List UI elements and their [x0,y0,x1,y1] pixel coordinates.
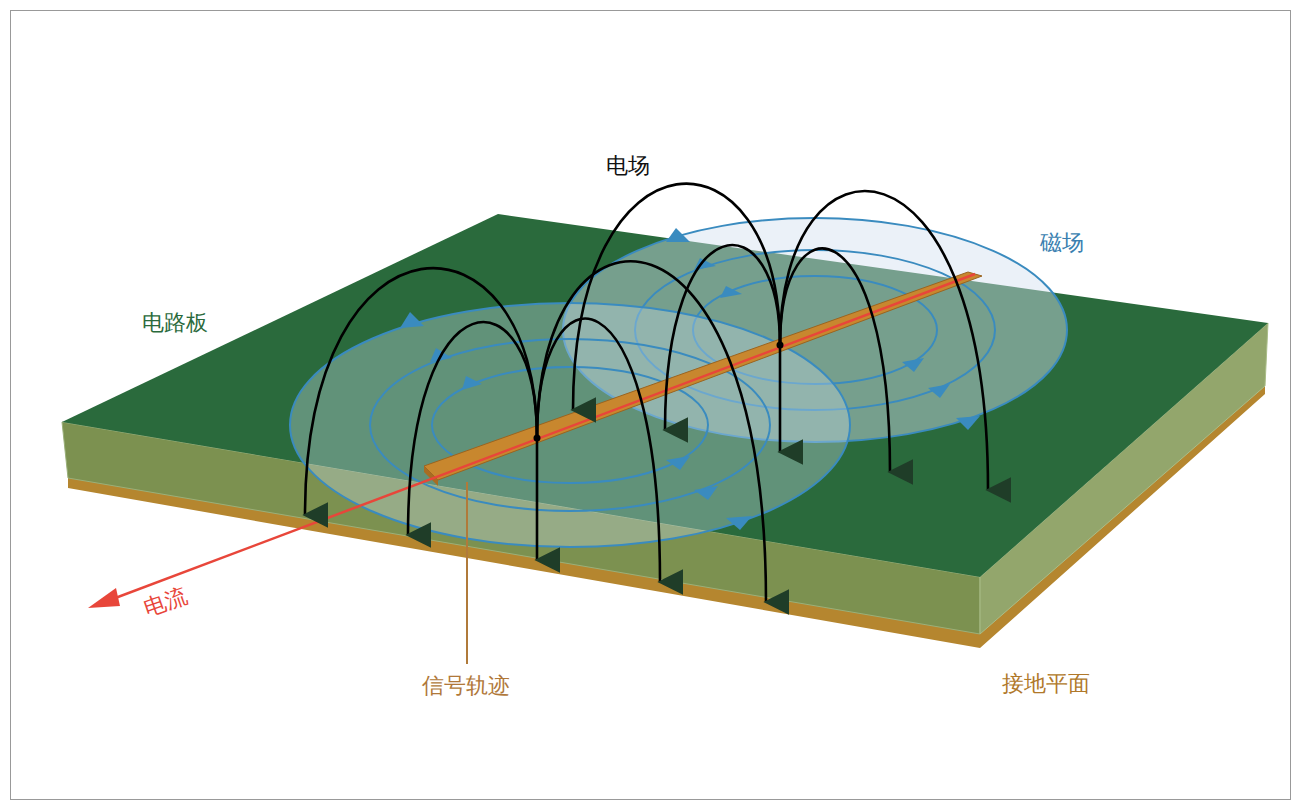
field-origin [534,435,541,442]
part-label: 接地平面 [1002,671,1090,697]
leader-line [466,482,468,664]
field-label: 电场 [606,153,650,179]
current-label: 电流 [141,582,191,621]
current-line [110,274,975,600]
board-top-face [62,214,1268,577]
frame [11,11,1291,800]
part-label: 电路板 [142,310,208,336]
current-arrowhead [88,588,120,608]
field-origin [777,342,784,349]
electric-field [305,184,988,602]
field-label: 磁场 [1040,230,1084,256]
part-label: 信号轨迹 [422,673,510,699]
